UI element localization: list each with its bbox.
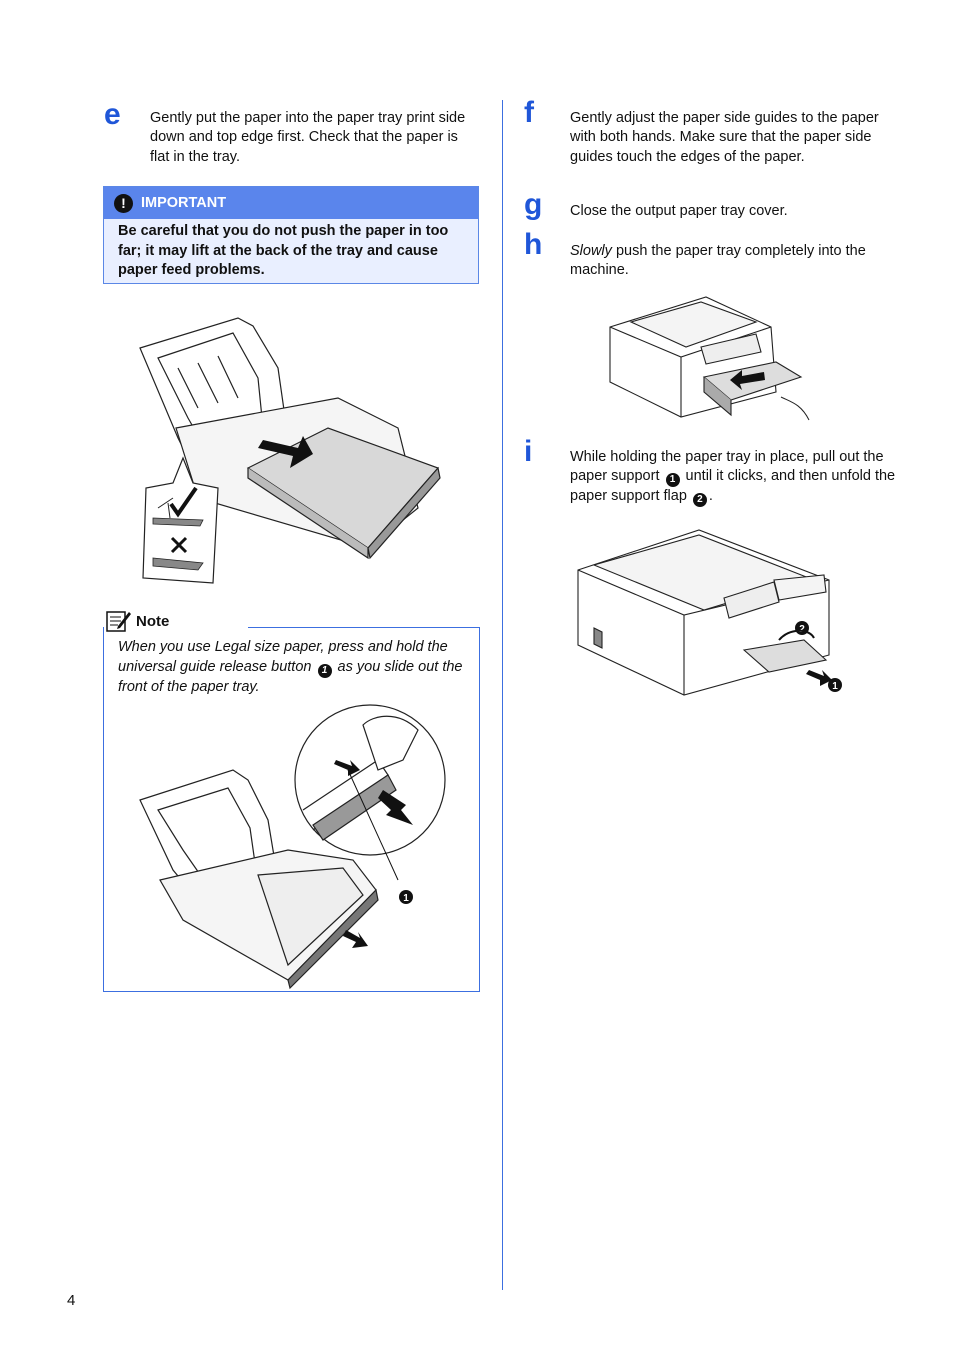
step-h-emphasis: Slowly [570,243,612,259]
step-i-text-part-1: While holding the paper tray in place, p… [570,449,884,485]
step-h-letter: h [524,228,543,261]
step-i-letter: i [524,435,533,468]
step-i-text-part-2: until it clicks, and then unfold the pap… [570,468,896,505]
note-text-part-1: When you use Legal size paper, press and… [118,639,448,675]
note-text-part-2: as you slide out the front of the paper … [118,658,463,695]
step-i-text: While holding the paper tray in place, p… [570,448,900,508]
note-border-top [248,627,480,628]
printer-callout-2: 2 [799,624,805,635]
exclamation-icon: ! [114,193,133,213]
important-text: Be careful that you do not push the pape… [118,223,449,278]
guide-release-illustration: 1 [139,704,446,990]
step-h-text: Slowly push the paper tray completely in… [570,242,900,281]
step-i-text-part-3: . [708,488,713,505]
callout-1-badge: 1 [317,663,332,678]
note-box [103,627,480,992]
step-h-body: push the paper tray completely into the … [570,243,866,279]
step-g-letter: g [524,188,543,221]
callout-1-badge: 1 [665,473,680,488]
step-e-text: Gently put the paper into the paper tray… [150,110,466,165]
important-label: IMPORTANT [141,195,227,211]
step-f-text: Gently adjust the paper side guides to t… [570,110,879,165]
page-number: 4 [67,1292,76,1309]
important-box: ! IMPORTANT Be careful that you do not p… [103,186,479,284]
note-label: Note [136,612,170,630]
printer-paper-support-illustration: 2 1 [577,529,842,696]
column-divider [502,100,503,1290]
printer-tray-insert-illustration [609,296,810,421]
illustration-callout-1: 1 [403,893,409,904]
paper-tray-illustration [139,317,441,584]
note-header: Note [106,609,169,633]
step-f-letter: f [524,96,534,129]
important-header: ! IMPORTANT [104,187,478,219]
note-text: When you use Legal size paper, press and… [118,638,470,697]
step-e-letter: e [104,98,121,131]
printer-callout-1: 1 [832,681,838,692]
step-g-text: Close the output paper tray cover. [570,203,788,219]
note-pencil-icon [106,611,131,632]
callout-2-badge: 2 [692,493,707,508]
